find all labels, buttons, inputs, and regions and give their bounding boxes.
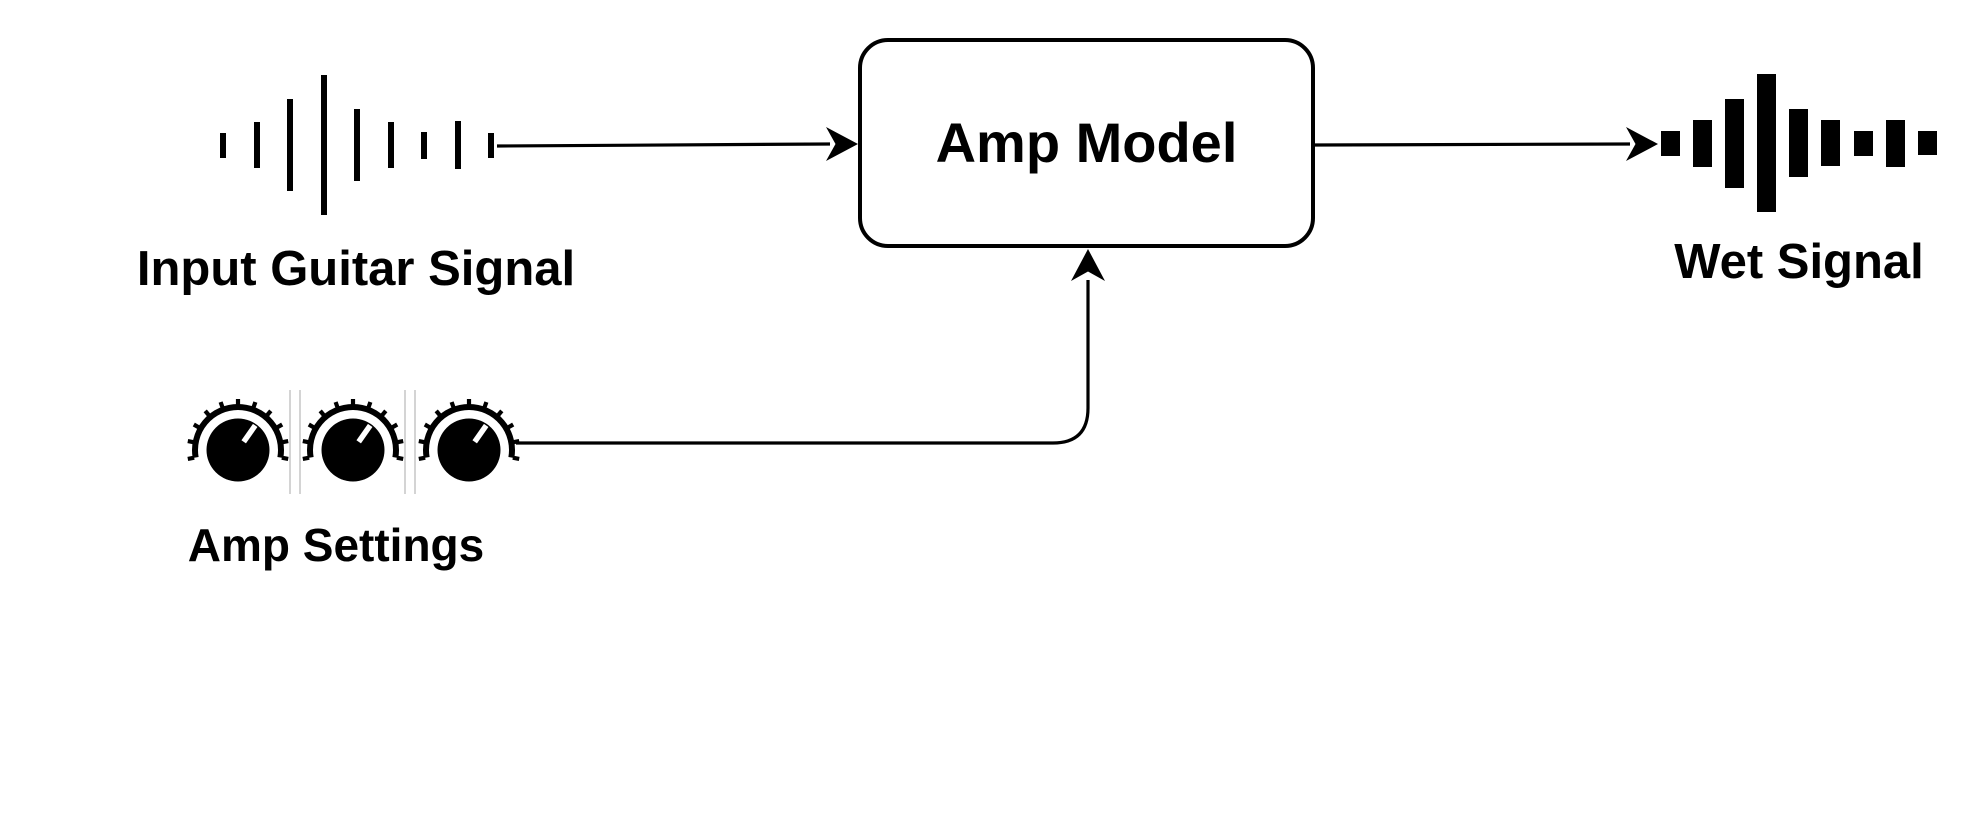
arrowhead-amp-to-wet [1626,127,1658,161]
amp-model-label: Amp Model [935,110,1238,174]
waveform-bar [1821,120,1841,166]
wet-waveform-icon [1661,74,1937,212]
knob-separator [289,390,291,494]
waveform-bar [421,131,427,159]
waveform-bar [1725,98,1745,188]
knob-separator [414,390,416,494]
knob-icon [187,392,289,492]
waveform-bar [387,122,394,168]
waveform-bar [1693,119,1713,167]
waveform-bar [320,75,327,215]
edge-input-to-amp [496,142,831,148]
waveform-bar [253,122,260,168]
wet-signal-label: Wet Signal [1674,235,1924,289]
input-waveform-icon [220,75,494,215]
waveform-bar [1789,109,1809,177]
arrowhead-input-to-amp [826,127,858,161]
waveform-bar [1757,74,1777,212]
waveform-bar [354,109,360,181]
waveform-bar [454,121,461,169]
waveform-bar [488,132,494,158]
knob-icon [418,392,520,492]
amp-settings-label: Amp Settings [187,519,485,571]
knob-icon [302,392,404,492]
edge-amp-to-wet [1314,142,1631,147]
arrowhead-settings-to-amp [1071,249,1105,281]
waveform-bar [1853,130,1873,156]
knob-separator [404,390,406,494]
waveform-bar [1917,131,1937,155]
waveform-bar [220,132,226,158]
input-signal-label: Input Guitar Signal [136,242,576,296]
waveform-bar [1661,130,1680,156]
waveform-bar [1885,119,1905,167]
amp-model-node: Amp Model [858,38,1315,248]
waveform-bar [287,99,293,191]
edge-settings-to-amp [516,280,1090,445]
knob-separator [299,390,301,494]
